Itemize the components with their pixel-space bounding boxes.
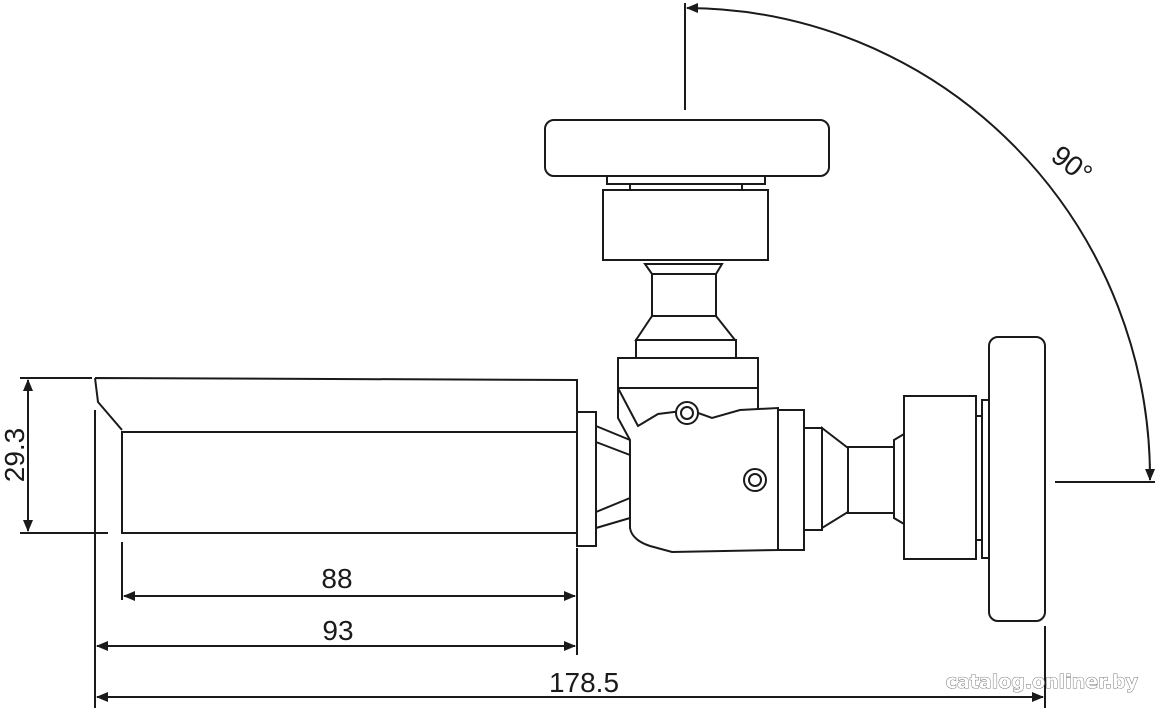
side-collar-2 <box>803 427 823 531</box>
sunshield <box>94 377 578 431</box>
top-mount-block <box>602 189 769 261</box>
top-mount-base <box>617 357 759 389</box>
length-label-93: 93 <box>322 615 353 646</box>
side-mount-block <box>903 395 977 560</box>
length-label-88: 88 <box>321 563 352 594</box>
camera-body <box>121 431 578 534</box>
top-mount-stem <box>651 273 717 317</box>
swivel-joint <box>617 387 905 554</box>
length-label-total: 178.5 <box>549 667 619 698</box>
top-mount <box>544 119 830 389</box>
dimension-lines <box>23 3 1156 702</box>
angle-arc <box>686 3 1156 481</box>
side-collar <box>777 409 805 551</box>
extension-lines <box>20 3 1155 708</box>
side-stem <box>847 446 895 514</box>
top-mount-plate <box>544 119 830 177</box>
camera-housing <box>94 377 631 547</box>
watermark: catalog.onliner.by <box>946 671 1139 693</box>
height-label: 29.3 <box>0 428 30 483</box>
top-mount-cone <box>634 315 738 341</box>
side-mount <box>903 336 1046 622</box>
rear-cap <box>595 425 631 529</box>
side-mount-plate <box>988 336 1046 622</box>
top-mount-collar <box>635 339 737 359</box>
side-neck <box>893 432 905 526</box>
rear-flange <box>576 411 597 547</box>
top-mount-neck <box>643 263 724 275</box>
angle-label: 90° <box>1046 139 1098 189</box>
side-cone <box>821 425 849 530</box>
top-mount-washer <box>606 175 766 185</box>
